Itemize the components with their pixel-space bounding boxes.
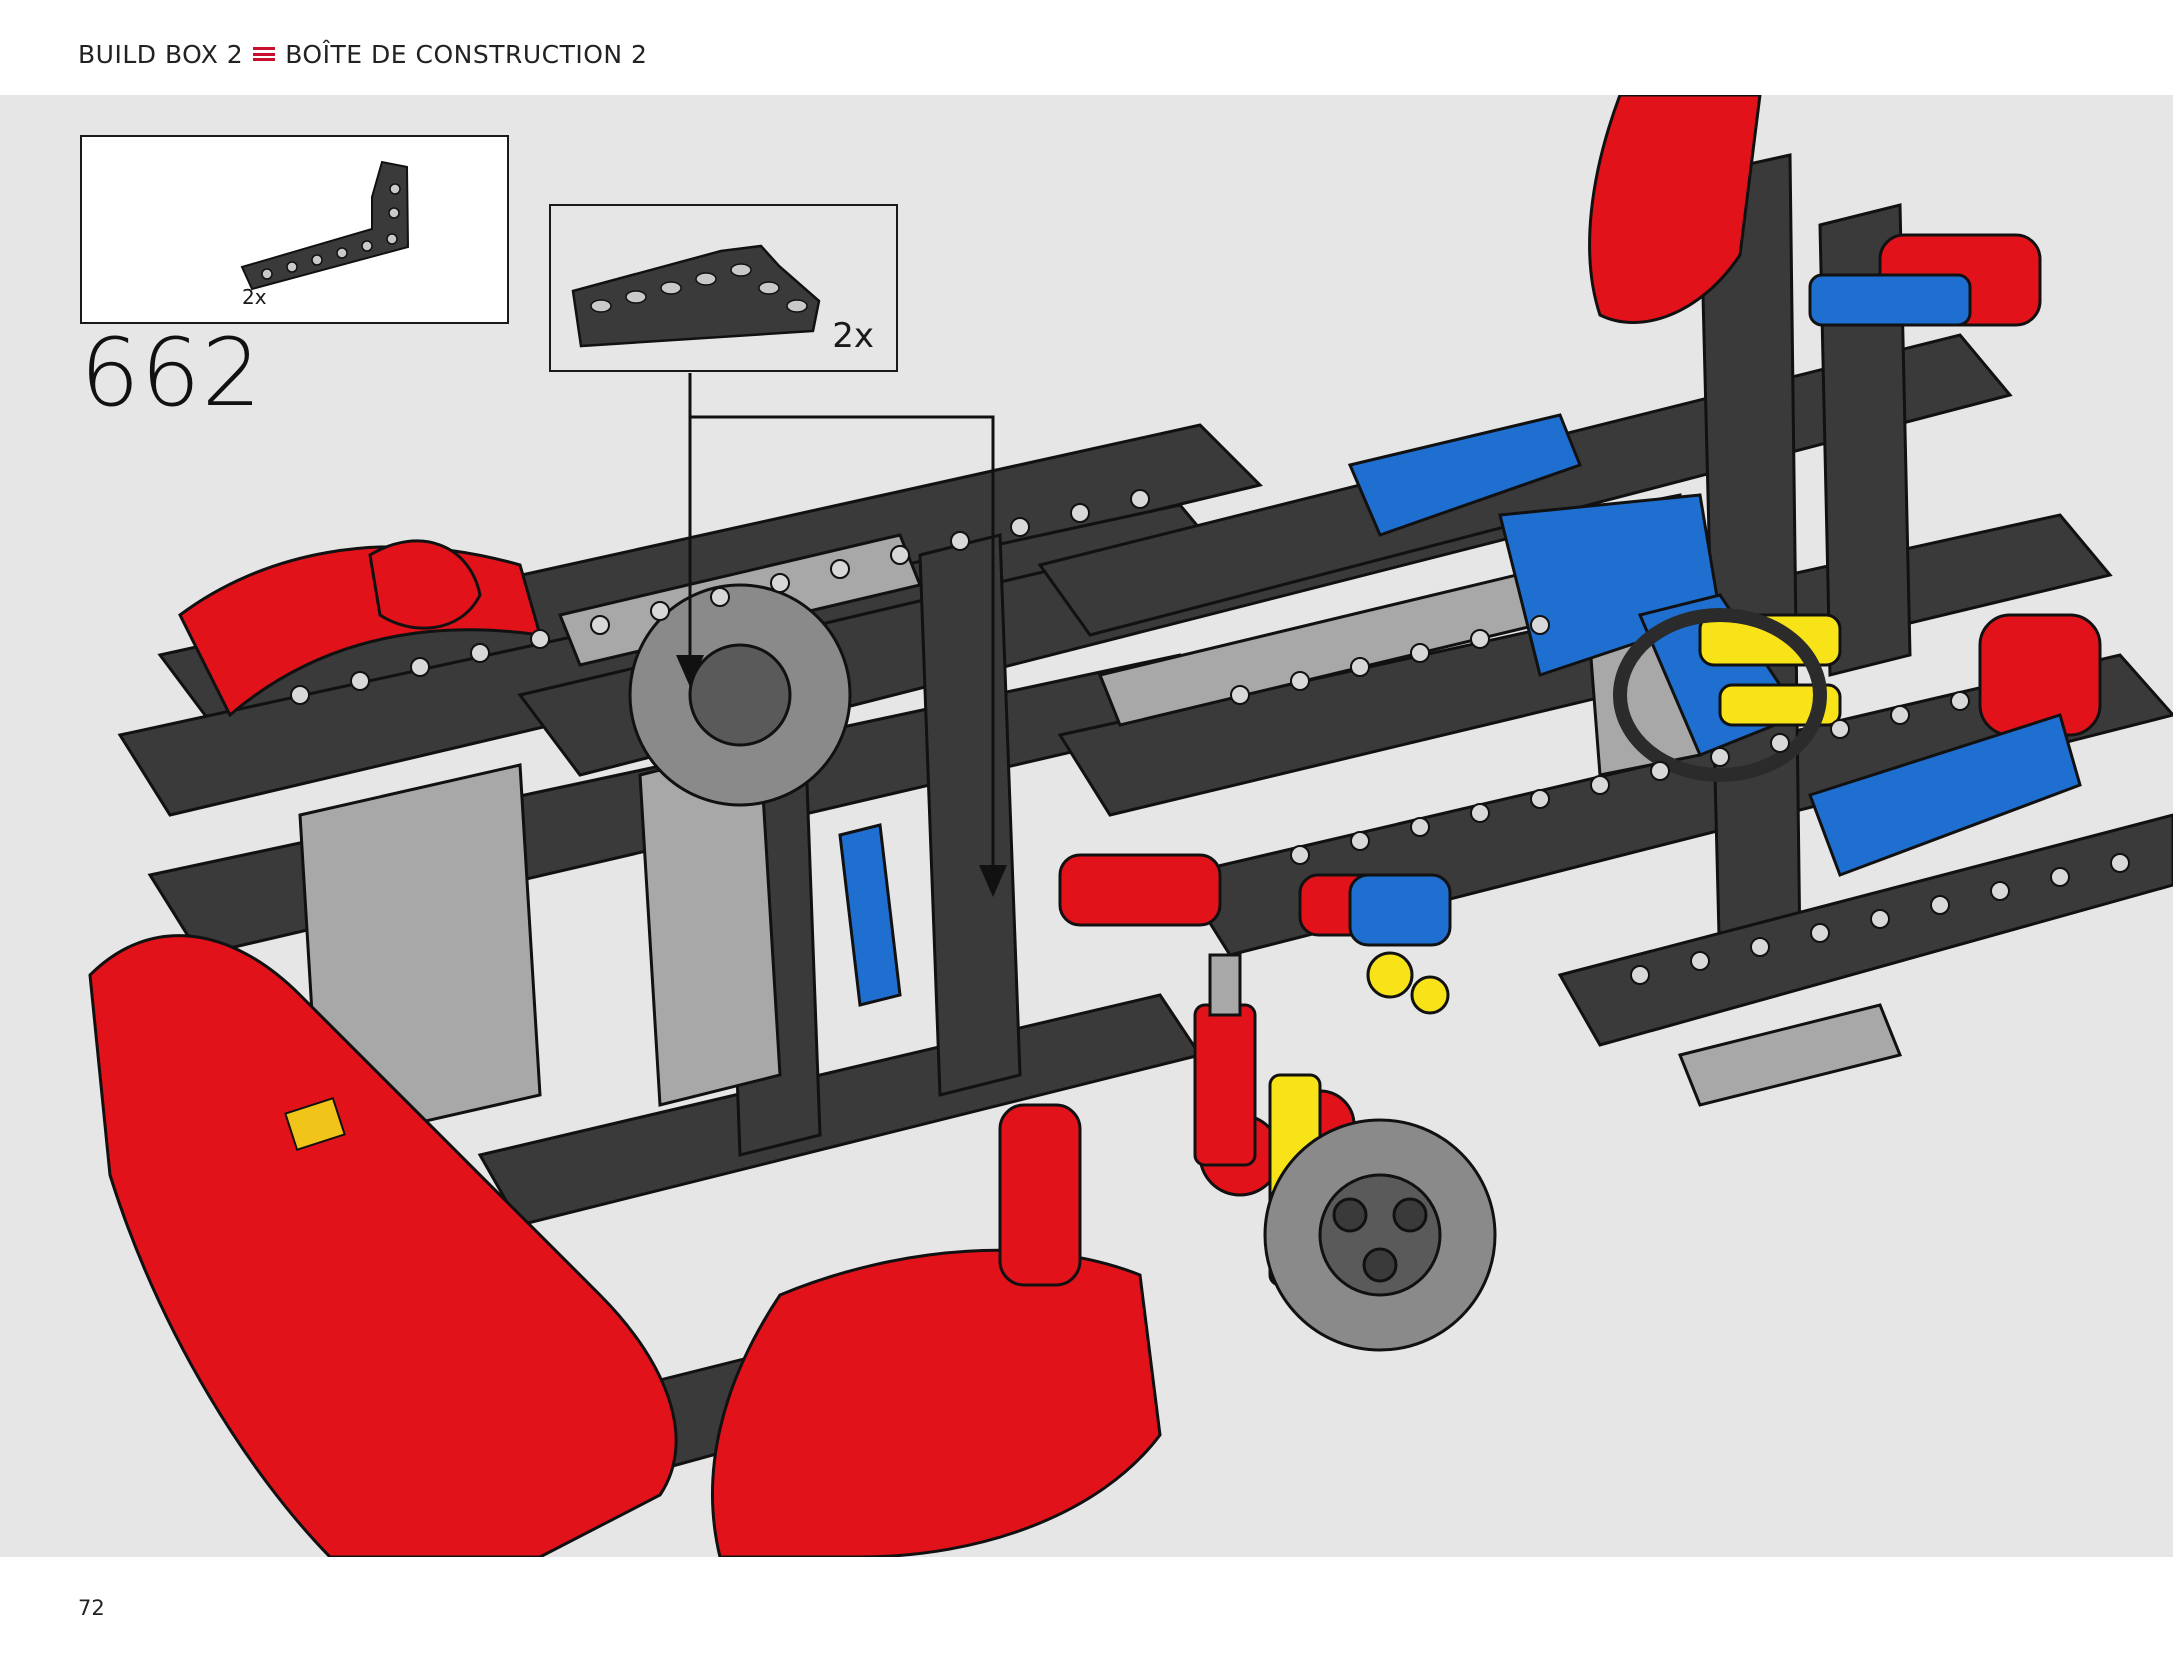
header-build-box-en: BUILD BOX 2	[78, 39, 244, 69]
step-number: 662	[80, 319, 263, 428]
page-header: BUILD BOX 2 BOÎTE DE CONSTRUCTION 2	[78, 34, 647, 74]
header-separator-icon	[253, 47, 276, 61]
arrow-heads	[676, 655, 1007, 897]
header-build-box-fr: BOÎTE DE CONSTRUCTION 2	[285, 39, 648, 69]
beam-holes	[290, 489, 2130, 985]
parts-list-box: 2x	[80, 135, 509, 324]
shock-absorber	[1193, 953, 1257, 1167]
l-beam-callout-icon	[571, 244, 821, 348]
instruction-stage: 2x 662 2x	[0, 95, 2173, 1557]
red-body-panels	[88, 95, 2102, 1557]
steering-wheel	[1613, 608, 1827, 782]
page-number: 72	[78, 1596, 105, 1620]
ferrari-badge	[284, 1096, 346, 1152]
sub-step-callout: 2x	[549, 204, 898, 372]
brake-discs	[628, 583, 1497, 1352]
l-beam-part-icon	[240, 160, 410, 291]
model-illustration	[88, 95, 2173, 1557]
placement-arrows	[688, 373, 995, 885]
callout-quantity: 2x	[832, 316, 874, 356]
parts-list-quantity: 2x	[242, 285, 267, 309]
